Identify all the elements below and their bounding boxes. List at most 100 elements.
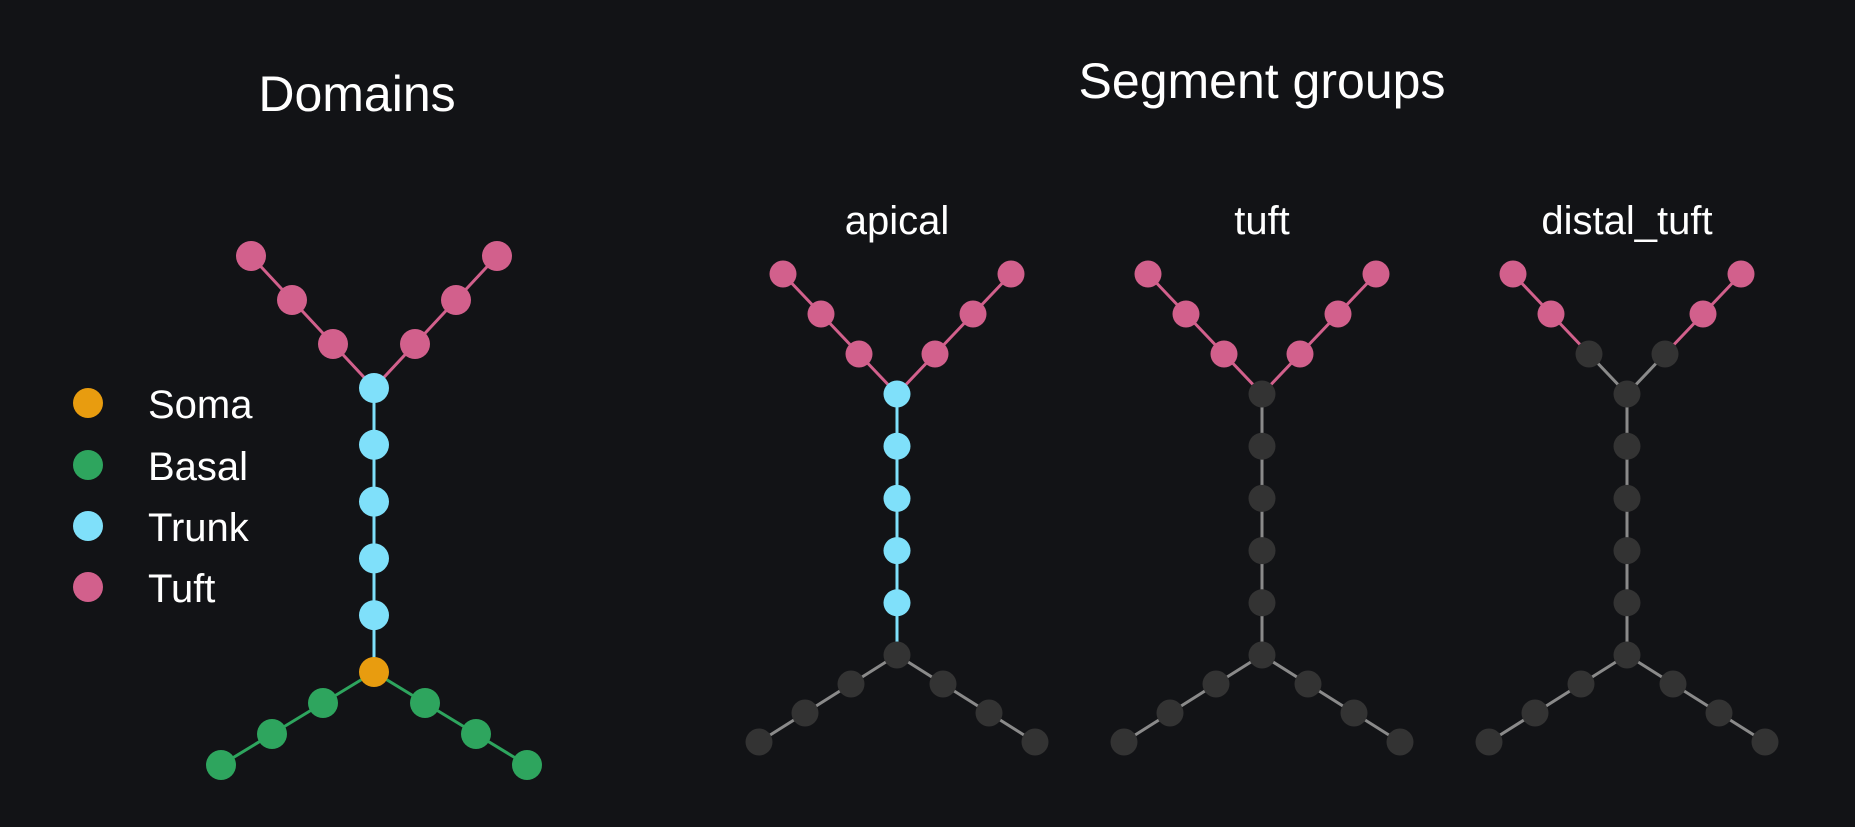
segment-groups-panel: Segment groups apical tuft distal_tuft (745, 53, 1779, 756)
tree-node (791, 699, 819, 727)
tree-node (883, 380, 911, 408)
tree-node (883, 432, 911, 460)
tree-node (745, 728, 773, 756)
tree-node (400, 329, 430, 359)
tree-node (883, 641, 911, 669)
tree-node (997, 260, 1025, 288)
legend-item-tuft: Tuft (73, 567, 215, 611)
legend-label-trunk: Trunk (148, 506, 250, 550)
tree-node (441, 285, 471, 315)
tree-node (1613, 380, 1641, 408)
tree-node (921, 340, 949, 368)
tree-node (1340, 699, 1368, 727)
tree-node (1499, 260, 1527, 288)
legend-item-trunk: Trunk (73, 506, 250, 550)
tree-node (512, 750, 542, 780)
tree-node (883, 484, 911, 512)
tree-node (1248, 380, 1276, 408)
tree-node (359, 600, 389, 631)
tree-node (461, 719, 491, 749)
segment-groups-title: Segment groups (1079, 53, 1446, 109)
tree-node (1659, 670, 1687, 698)
tree-node (1521, 699, 1549, 727)
tree-node (1613, 589, 1641, 617)
legend-item-basal: Basal (73, 445, 248, 489)
tree-node (975, 699, 1003, 727)
tree-node (1613, 432, 1641, 460)
tree-node (1613, 484, 1641, 512)
tree-node (1021, 728, 1049, 756)
apical-tree (745, 260, 1049, 756)
tree-node (1689, 300, 1717, 328)
tree-node (1294, 670, 1322, 698)
tree-node (769, 260, 797, 288)
tree-node (1386, 728, 1414, 756)
tree-node (883, 537, 911, 565)
tree-node (308, 688, 338, 718)
tree-node (1248, 641, 1276, 669)
tree-node (1475, 728, 1503, 756)
tree-node (1727, 260, 1755, 288)
tree-node (1324, 300, 1352, 328)
subpanel-title-distal-tuft: distal_tuft (1541, 199, 1712, 243)
tree-node (1567, 670, 1595, 698)
subpanel-distal-tuft: distal_tuft (1475, 199, 1779, 756)
tuft-tree (1110, 260, 1414, 756)
tree-node (1156, 699, 1184, 727)
tree-node (359, 657, 389, 687)
domains-title: Domains (258, 66, 455, 122)
tree-node (1613, 641, 1641, 669)
subpanel-apical: apical (745, 199, 1049, 756)
legend-swatch-trunk (73, 511, 103, 541)
tree-node (883, 589, 911, 617)
tree-node (1248, 432, 1276, 460)
subpanel-tuft: tuft (1110, 199, 1414, 756)
tree-node (410, 688, 440, 718)
tree-node (1134, 260, 1162, 288)
domains-panel: Domains Soma Basal Trunk Tuft (73, 66, 542, 780)
tree-node (1613, 537, 1641, 565)
tree-node (1286, 340, 1314, 368)
tree-node (837, 670, 865, 698)
domains-legend: Soma Basal Trunk Tuft (73, 383, 253, 611)
tree-node (1537, 300, 1565, 328)
tree-node (318, 329, 348, 359)
tree-node (1202, 670, 1230, 698)
subpanel-title-tuft: tuft (1234, 199, 1290, 243)
tree-node (929, 670, 957, 698)
legend-swatch-basal (73, 450, 103, 480)
legend-item-soma: Soma (73, 383, 253, 427)
tree-node (807, 300, 835, 328)
legend-swatch-tuft (73, 572, 103, 602)
tree-node (206, 750, 236, 780)
tree-node (359, 543, 389, 574)
tree-node (359, 429, 389, 460)
tree-node (1362, 260, 1390, 288)
tree-node (236, 241, 266, 271)
tree-node (1110, 728, 1138, 756)
tree-node (845, 340, 873, 368)
domains-tree (206, 241, 542, 780)
tree-node (1575, 340, 1603, 368)
tree-node (1751, 728, 1779, 756)
legend-label-soma: Soma (148, 383, 253, 427)
tree-node (1172, 300, 1200, 328)
tree-node (1248, 589, 1276, 617)
legend-swatch-soma (73, 388, 103, 418)
legend-label-tuft: Tuft (148, 567, 215, 611)
tree-node (959, 300, 987, 328)
tree-node (1651, 340, 1679, 368)
subpanel-title-apical: apical (845, 199, 950, 243)
tree-node (277, 285, 307, 315)
tree-node (359, 373, 389, 403)
legend-label-basal: Basal (148, 445, 248, 489)
tree-node (1705, 699, 1733, 727)
tree-node (1210, 340, 1238, 368)
tree-node (257, 719, 287, 749)
tree-node (359, 486, 389, 517)
tree-node (1248, 537, 1276, 565)
tree-node (1248, 484, 1276, 512)
distal-tuft-tree (1475, 260, 1779, 756)
tree-node (482, 241, 512, 271)
